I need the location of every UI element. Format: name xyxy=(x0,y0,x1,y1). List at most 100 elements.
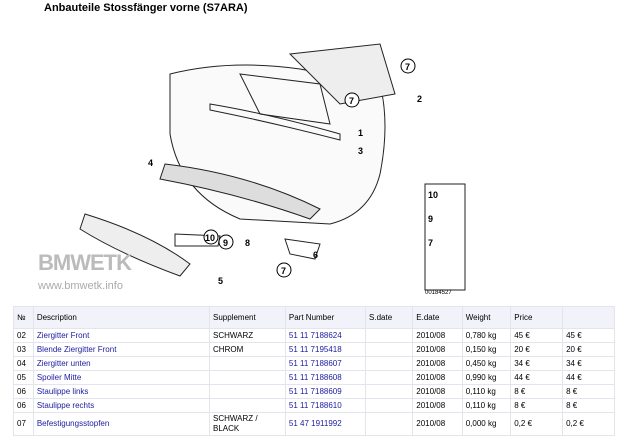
callout-7d: 7 xyxy=(428,238,433,248)
callout-9b: 9 xyxy=(428,214,433,224)
grille-trim xyxy=(239,73,331,125)
cell-sdate xyxy=(365,342,414,357)
spoiler xyxy=(79,213,191,277)
cell-total: 45 € xyxy=(562,328,615,343)
cell-no: 06 xyxy=(13,384,34,399)
cell-desc: Ziergitter unten xyxy=(32,356,211,371)
part-number-link[interactable]: 51 11 7188624 xyxy=(288,331,342,340)
cell-total: 0,2 € xyxy=(562,412,615,436)
cell-part: 51 11 7188610 xyxy=(284,398,367,413)
cell-weight: 0,990 kg xyxy=(461,370,512,385)
cell-sdate xyxy=(365,384,414,399)
cell-part: 51 11 7188607 xyxy=(284,356,367,371)
cell-supp xyxy=(209,370,286,385)
description-link[interactable]: Staulippe rechts xyxy=(36,401,95,410)
callout-7b: 7 xyxy=(344,92,360,108)
watermark-brand: BMWETK xyxy=(38,250,132,275)
description-link[interactable]: Blende Ziergitter Front xyxy=(36,345,117,354)
cell-price: 20 € xyxy=(510,342,564,357)
cell-sdate xyxy=(365,370,414,385)
cell-weight: 0,000 kg xyxy=(461,412,512,436)
cell-price: 8 € xyxy=(510,384,564,399)
description-link[interactable]: Befestigungsstopfen xyxy=(36,419,110,428)
column-header: E.date xyxy=(412,306,463,329)
callout-4: 4 xyxy=(148,158,153,168)
part-number-link[interactable]: 51 11 7188609 xyxy=(288,387,342,396)
cell-desc: Ziergitter Front xyxy=(32,328,211,343)
cell-supp: SCHWARZ / BLACK xyxy=(209,412,286,436)
svg-text:9: 9 xyxy=(223,238,228,248)
diagram-number: 00184527 xyxy=(425,290,452,296)
callout-10: 10 xyxy=(203,229,219,245)
column-header: Supplement xyxy=(209,306,286,329)
cell-sdate xyxy=(365,398,414,413)
cell-price: 34 € xyxy=(510,356,564,371)
description-link[interactable]: Staulippe links xyxy=(36,387,89,396)
lip xyxy=(209,103,341,141)
cell-part: 51 11 7188624 xyxy=(284,328,367,343)
cell-supp xyxy=(209,398,286,413)
svg-text:7: 7 xyxy=(349,96,354,106)
cell-no: 04 xyxy=(13,356,34,371)
description-link[interactable]: Ziergitter unten xyxy=(36,359,91,368)
cell-desc: Befestigungsstopfen xyxy=(32,412,211,436)
cell-weight: 0,110 kg xyxy=(461,398,512,413)
cell-supp: SCHWARZ xyxy=(209,328,286,343)
cell-sdate xyxy=(365,356,414,371)
callout-7: 7 xyxy=(400,58,416,74)
cell-edate: 2010/08 xyxy=(412,412,463,436)
cell-desc: Staulippe links xyxy=(32,384,211,399)
cell-total: 8 € xyxy=(562,384,615,399)
column-header: S.date xyxy=(365,306,414,329)
cell-edate: 2010/08 xyxy=(412,328,463,343)
description-link[interactable]: Spoiler Mitte xyxy=(36,373,82,382)
watermark-url: www.bmwetk.info xyxy=(38,280,123,292)
cell-total: 20 € xyxy=(562,342,615,357)
grille-top xyxy=(288,43,396,105)
part-number-link[interactable]: 51 11 7195418 xyxy=(288,345,342,354)
callout-2: 2 xyxy=(417,94,422,104)
cell-weight: 0,110 kg xyxy=(461,384,512,399)
parts-diagram: 7 2 7 1 3 4 10 9 8 7 6 5 10 9 7 xyxy=(79,43,466,291)
column-header: Part Number xyxy=(284,306,367,329)
column-header: Weight xyxy=(461,306,512,329)
part-number-link[interactable]: 51 47 1911992 xyxy=(288,419,342,428)
cell-total: 8 € xyxy=(562,398,615,413)
cell-no: 05 xyxy=(13,370,34,385)
cell-part: 51 47 1911992 xyxy=(284,412,367,436)
cell-price: 45 € xyxy=(510,328,564,343)
part-number-link[interactable]: 51 11 7188608 xyxy=(288,373,342,382)
description-link[interactable]: Ziergitter Front xyxy=(36,331,90,340)
cell-weight: 0,450 kg xyxy=(461,356,512,371)
cell-price: 44 € xyxy=(510,370,564,385)
cell-supp xyxy=(209,384,286,399)
svg-text:7: 7 xyxy=(281,266,286,276)
cell-sdate xyxy=(365,412,414,436)
callout-6: 6 xyxy=(313,250,318,260)
column-header xyxy=(562,306,615,329)
callout-10b: 10 xyxy=(428,190,438,200)
svg-text:10: 10 xyxy=(205,233,215,243)
page-title: Anbauteile Stossfänger vorne (S7ARA) xyxy=(44,2,248,14)
lip-right xyxy=(284,238,321,260)
cell-edate: 2010/08 xyxy=(412,384,463,399)
part-number-link[interactable]: 51 11 7188610 xyxy=(288,401,342,410)
cell-weight: 0,150 kg xyxy=(461,342,512,357)
cell-part: 51 11 7195418 xyxy=(284,342,367,357)
cell-edate: 2010/08 xyxy=(412,356,463,371)
cell-price: 0,2 € xyxy=(510,412,564,436)
part-number-link[interactable]: 51 11 7188607 xyxy=(288,359,342,368)
lower-grille xyxy=(159,163,321,220)
svg-text:7: 7 xyxy=(405,62,410,72)
cell-supp: CHROM xyxy=(209,342,286,357)
cell-no: 07 xyxy=(13,412,34,436)
cell-sdate xyxy=(365,328,414,343)
cell-part: 51 11 7188608 xyxy=(284,370,367,385)
cell-edate: 2010/08 xyxy=(412,342,463,357)
cell-part: 51 11 7188609 xyxy=(284,384,367,399)
